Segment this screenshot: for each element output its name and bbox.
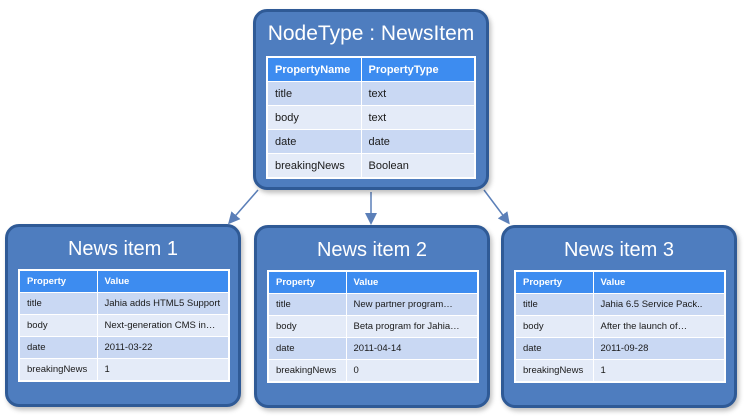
table-cell: breakingNews <box>267 359 347 383</box>
table-header-row: PropertyName PropertyType <box>266 56 476 82</box>
table-cell: date <box>360 129 476 154</box>
table-cell: New partner program… <box>345 293 479 316</box>
table-cell: date <box>514 337 594 360</box>
table-cell: Jahia 6.5 Service Pack.. <box>592 293 726 316</box>
table-row: body text <box>266 105 476 130</box>
table-cell: text <box>360 81 476 106</box>
table-row: title Jahia adds HTML5 Support <box>18 292 230 315</box>
node-type-newsitem: NodeType : NewsItem PropertyName Propert… <box>253 9 489 190</box>
table-cell: breakingNews <box>18 358 98 382</box>
property-table: PropertyName PropertyType title text bod… <box>266 56 476 179</box>
table-row: date 2011-09-28 <box>514 337 726 360</box>
table-cell: date <box>267 337 347 360</box>
property-table: Property Value title New partner program… <box>267 270 479 383</box>
table-cell: breakingNews <box>266 153 362 179</box>
header-cell: Value <box>96 269 230 293</box>
table-row: date 2011-03-22 <box>18 336 230 359</box>
header-cell: Value <box>345 270 479 294</box>
table-row: breakingNews 1 <box>18 358 230 382</box>
table-row: breakingNews 1 <box>514 359 726 383</box>
table-cell: 2011-04-14 <box>345 337 479 360</box>
table-row: breakingNews 0 <box>267 359 479 383</box>
table-header-row: Property Value <box>267 270 479 294</box>
table-cell: Jahia adds HTML5 Support <box>96 292 230 315</box>
table-cell: Next-generation CMS in… <box>96 314 230 337</box>
header-cell: Property <box>267 270 347 294</box>
node-title: News item 3 <box>563 239 675 261</box>
header-cell: PropertyType <box>360 56 476 82</box>
table-row: body Beta program for Jahia… <box>267 315 479 338</box>
table-cell: body <box>267 315 347 338</box>
table-row: breakingNews Boolean <box>266 153 476 179</box>
table-cell: title <box>514 293 594 316</box>
table-cell: 2011-09-28 <box>592 337 726 360</box>
node-title: NodeType : NewsItem <box>267 22 475 45</box>
table-cell: Boolean <box>360 153 476 179</box>
news-item-node-1: News item 1 Property Value title Jahia a… <box>5 224 241 407</box>
table-cell: title <box>266 81 362 106</box>
table-row: title New partner program… <box>267 293 479 316</box>
node-title: News item 2 <box>316 239 428 261</box>
table-cell: body <box>514 315 594 338</box>
table-cell: text <box>360 105 476 130</box>
table-row: body After the launch of… <box>514 315 726 338</box>
table-header-row: Property Value <box>18 269 230 293</box>
table-row: title text <box>266 81 476 106</box>
table-cell: 1 <box>592 359 726 383</box>
table-cell: After the launch of… <box>592 315 726 338</box>
table-header-row: Property Value <box>514 270 726 294</box>
table-cell: breakingNews <box>514 359 594 383</box>
table-cell: 1 <box>96 358 230 382</box>
connector-arrow-3 <box>483 189 510 225</box>
header-cell: Property <box>514 270 594 294</box>
table-cell: date <box>18 336 98 359</box>
news-item-node-3: News item 3 Property Value title Jahia 6… <box>501 225 737 408</box>
property-table: Property Value title Jahia 6.5 Service P… <box>514 270 726 383</box>
table-cell: body <box>266 105 362 130</box>
news-item-node-2: News item 2 Property Value title New par… <box>254 225 490 408</box>
table-row: date date <box>266 129 476 154</box>
table-cell: title <box>18 292 98 315</box>
table-row: body Next-generation CMS in… <box>18 314 230 337</box>
header-cell: Property <box>18 269 98 293</box>
table-cell: Beta program for Jahia… <box>345 315 479 338</box>
table-cell: title <box>267 293 347 316</box>
header-cell: Value <box>592 270 726 294</box>
table-cell: 0 <box>345 359 479 383</box>
connector-arrow-1 <box>228 189 259 225</box>
node-title: News item 1 <box>67 238 179 260</box>
table-cell: body <box>18 314 98 337</box>
table-row: date 2011-04-14 <box>267 337 479 360</box>
table-cell: 2011-03-22 <box>96 336 230 359</box>
table-cell: date <box>266 129 362 154</box>
property-table: Property Value title Jahia adds HTML5 Su… <box>18 269 230 382</box>
table-row: title Jahia 6.5 Service Pack.. <box>514 293 726 316</box>
header-cell: PropertyName <box>266 56 362 82</box>
